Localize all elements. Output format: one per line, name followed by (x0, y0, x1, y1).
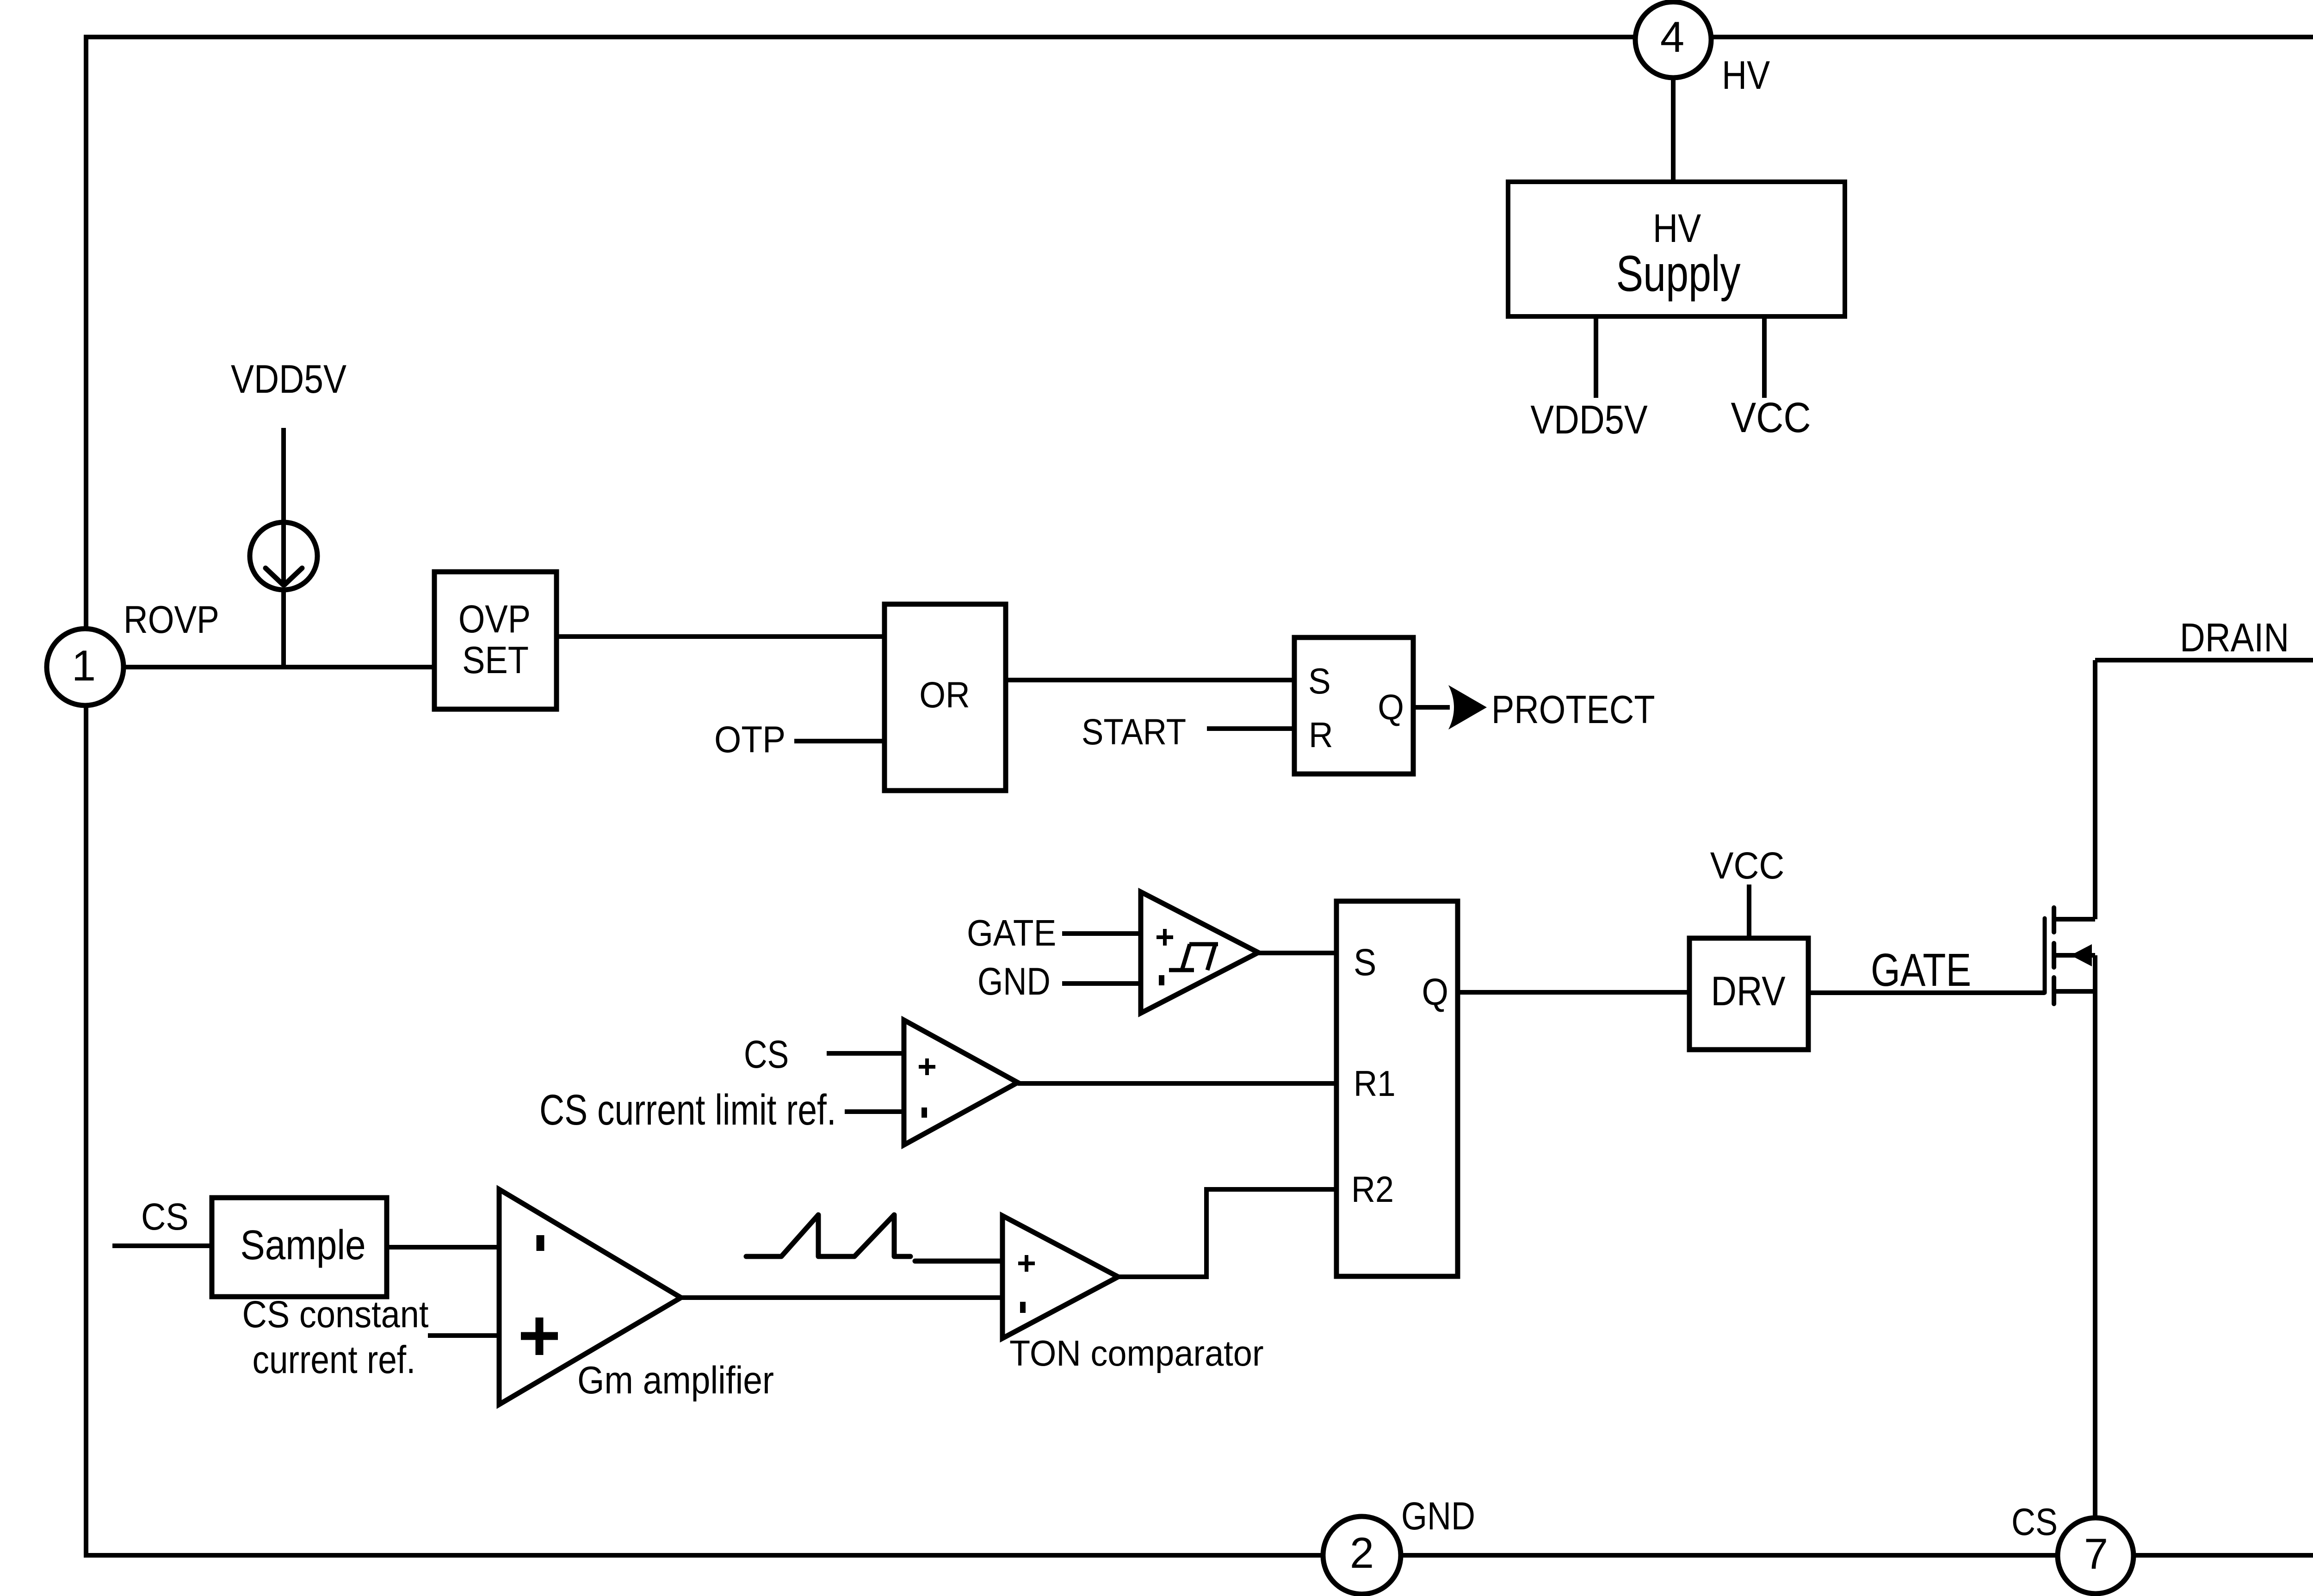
svg-text:VDD5V: VDD5V (231, 357, 346, 402)
svg-text:2: 2 (1350, 1528, 1374, 1577)
svg-text:PROTECT: PROTECT (1491, 687, 1655, 731)
svg-text:current ref.: current ref. (253, 1337, 416, 1381)
svg-text:VDD5V: VDD5V (1530, 397, 1648, 442)
svg-text:Q: Q (1422, 971, 1448, 1013)
svg-text:TON comparator: TON comparator (1009, 1333, 1264, 1373)
svg-text:Sample: Sample (240, 1222, 365, 1268)
svg-text:OVP: OVP (458, 597, 531, 641)
svg-text:S: S (1308, 662, 1331, 702)
svg-text:4: 4 (1660, 12, 1684, 61)
svg-text:CS current limit ref.: CS current limit ref. (539, 1086, 836, 1133)
svg-text:HV: HV (1722, 53, 1770, 98)
svg-text:GATE: GATE (967, 913, 1056, 954)
svg-text:S: S (1354, 942, 1376, 984)
svg-text:Gm amplifier: Gm amplifier (577, 1358, 774, 1402)
svg-text:GATE: GATE (1871, 944, 1971, 996)
svg-text:CS: CS (141, 1196, 189, 1238)
svg-text:R1: R1 (1354, 1063, 1396, 1104)
svg-text:7: 7 (2084, 1529, 2108, 1578)
svg-text:GND: GND (977, 960, 1051, 1003)
svg-text:Supply: Supply (1616, 246, 1740, 302)
svg-text:CS: CS (744, 1033, 789, 1076)
svg-text:OTP: OTP (714, 718, 785, 760)
svg-text:VCC: VCC (1710, 844, 1784, 886)
svg-text:OR: OR (919, 674, 970, 715)
svg-text:Q: Q (1378, 687, 1404, 727)
svg-text:START: START (1082, 711, 1186, 752)
svg-text:DRAIN: DRAIN (2180, 615, 2289, 660)
svg-text:GND: GND (1401, 1494, 1475, 1538)
svg-text:VCC: VCC (1731, 394, 1811, 441)
svg-text:DRV: DRV (1711, 968, 1786, 1015)
svg-text:ROVP: ROVP (124, 598, 219, 641)
svg-text:R2: R2 (1351, 1169, 1394, 1210)
svg-text:R: R (1309, 715, 1333, 755)
svg-text:CS constant: CS constant (242, 1294, 429, 1336)
svg-text:SET: SET (462, 638, 529, 681)
svg-text:HV: HV (1653, 206, 1701, 251)
svg-text:1: 1 (72, 641, 96, 690)
svg-text:CS: CS (2011, 1501, 2058, 1543)
